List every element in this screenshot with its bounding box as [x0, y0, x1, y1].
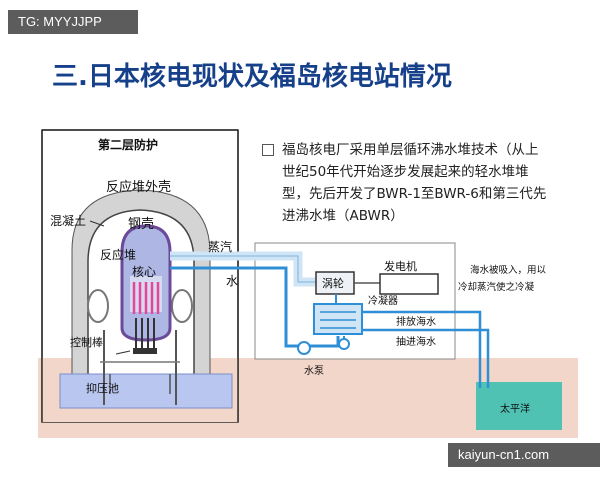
discharge-pipe [362, 310, 482, 388]
label-control-rod: 控制棒 [70, 335, 103, 349]
label-concrete: 混凝土 [50, 213, 86, 228]
label-steel-shell: 钢壳 [128, 217, 154, 232]
label-generator: 发电机 [384, 259, 417, 273]
label-discharge-sea: 排放海水 [396, 315, 436, 328]
generator [379, 273, 439, 295]
suppression-pool [59, 373, 233, 409]
intake-pipe [362, 328, 490, 388]
label-pump: 水泵 [304, 365, 324, 377]
slide-title: 三.日本核电现状及福岛核电站情况 [52, 62, 452, 92]
label-seawater-note-2: 冷却蒸汽使之冷凝 [458, 281, 535, 293]
label-water: 水 [226, 274, 238, 288]
label-second-layer: 第二层防护 [98, 137, 158, 152]
label-seawater-note-1: 海水被吸入，用以 [470, 264, 547, 276]
label-condenser: 冷凝器 [368, 294, 398, 307]
label-pacific: 太平洋 [500, 402, 530, 415]
reactor-core [132, 282, 160, 314]
torus-left [87, 289, 109, 323]
pacific-ocean [476, 382, 562, 430]
control-rods [135, 318, 155, 352]
watermark-top: TG: MYYJJPP [8, 10, 138, 34]
label-reactor: 反应堆 [100, 247, 136, 262]
label-core: 核心 [132, 265, 156, 279]
label-suppression-pool: 抑压池 [86, 381, 119, 395]
label-reactor-shell: 反应堆外壳 [106, 179, 171, 195]
label-turbine: 涡轮 [322, 276, 344, 290]
bullet-square-icon [262, 144, 274, 156]
pump [297, 341, 311, 355]
water-pipe [170, 266, 340, 348]
label-steam: 蒸汽 [208, 239, 232, 254]
power-block [254, 242, 456, 360]
watermark-bottom: kaiyun-cn1.com [448, 443, 600, 467]
description-bullet: 福岛核电厂采用单层循环沸水堆技术（从上世纪50年代开始逐步发展起来的轻水堆堆型，… [262, 139, 550, 227]
condenser [313, 303, 363, 335]
torus-right [171, 289, 193, 323]
label-intake-sea: 抽进海水 [396, 335, 436, 348]
description-text: 福岛核电厂采用单层循环沸水堆技术（从上世纪50年代开始逐步发展起来的轻水堆堆型，… [282, 142, 547, 224]
